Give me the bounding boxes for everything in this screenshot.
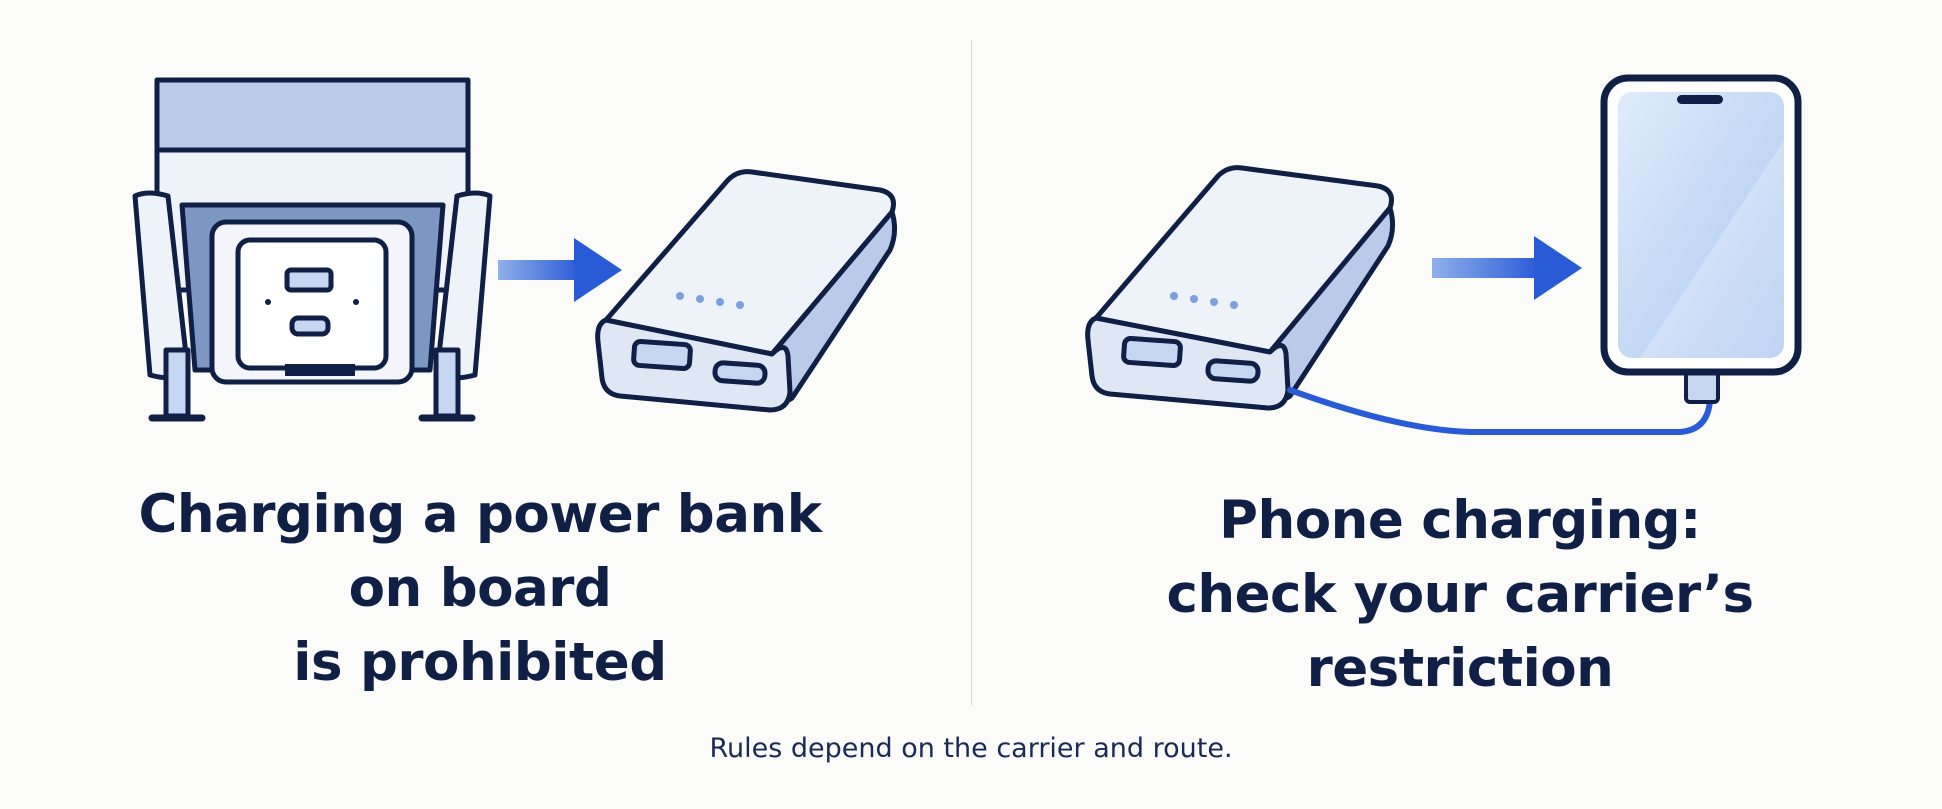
headline-line: Phone charging:	[1219, 490, 1701, 551]
panel-divider	[971, 40, 972, 705]
charging-cable-icon	[1287, 370, 1720, 435]
headline-line: is prohibited	[293, 632, 667, 693]
arrow-right-icon	[1432, 236, 1582, 300]
left-panel-headline: Charging a power bank on board is prohib…	[110, 478, 850, 700]
headline-line: restriction	[1306, 638, 1614, 699]
headline-line: on board	[348, 558, 612, 619]
arrow-right-icon	[498, 238, 622, 302]
power-bank-icon	[1085, 165, 1396, 411]
smartphone-icon	[1600, 74, 1802, 376]
headline-line: check your carrier’s	[1166, 564, 1754, 625]
seat-power-outlet-icon	[132, 77, 493, 422]
power-bank-icon	[595, 169, 898, 413]
headline-line: Charging a power bank	[138, 484, 822, 545]
footnote: Rules depend on the carrier and route.	[709, 733, 1233, 764]
right-panel-headline: Phone charging: check your carrier’s res…	[1090, 484, 1830, 706]
